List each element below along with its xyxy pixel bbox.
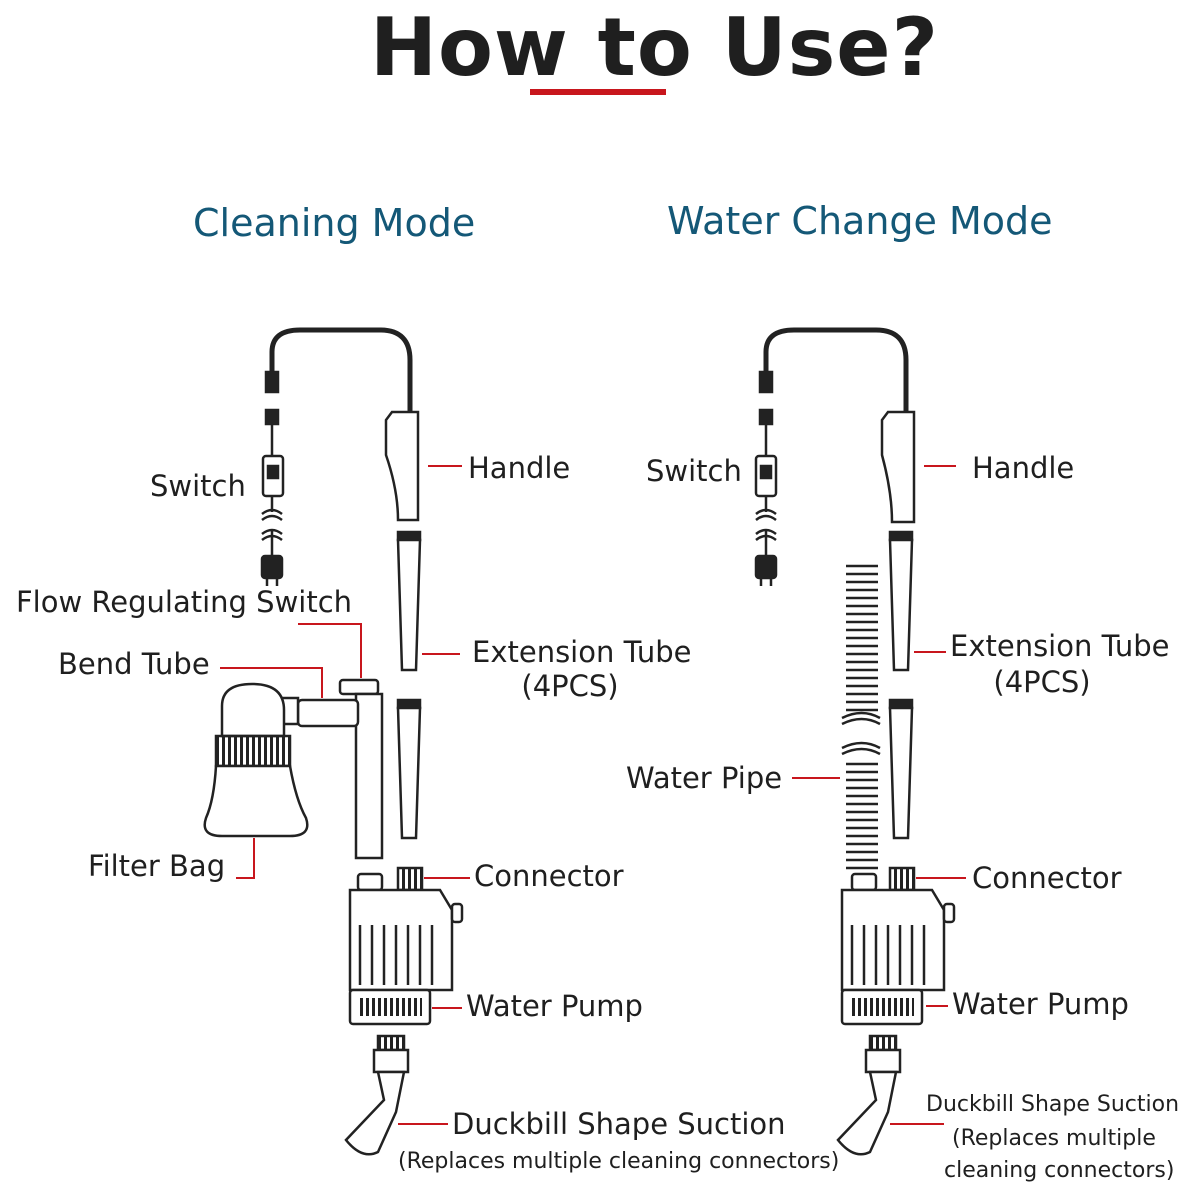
bend-tube (296, 698, 360, 728)
power-plug (260, 554, 284, 580)
duckbill-suction (836, 1070, 898, 1156)
flow-regulating-switch (338, 678, 380, 696)
cleaning-duckbill-label: Duckbill Shape Suction (452, 1107, 786, 1141)
water-change-handle-label: Handle (972, 451, 1075, 485)
power-cable (763, 327, 909, 412)
connector (396, 866, 424, 892)
water-change-water-pump-label: Water Pump (952, 987, 1129, 1021)
power-plug (754, 554, 778, 580)
cleaning-switch-label: Switch (150, 469, 246, 503)
handle-shape (880, 410, 916, 524)
cable-plug (264, 370, 280, 394)
water-change-connector-label: Connector (972, 861, 1122, 895)
power-cable (269, 327, 413, 412)
water-change-duckbill-note-1: (Replaces multiple (952, 1126, 1156, 1151)
page-title: How to Use? (370, 1, 939, 94)
extension-tube-1 (888, 538, 914, 672)
bend-tube-label: Bend Tube (58, 647, 210, 681)
cleaning-connector-label: Connector (474, 859, 624, 893)
cleaning-mode-leaders (220, 465, 470, 1125)
cleaning-extension-tube-qty: (4PCS) (521, 669, 619, 703)
water-change-mode-heading: Water Change Mode (667, 199, 1053, 243)
cleaning-extension-tube-label: Extension Tube (472, 635, 692, 669)
filter-bag-label: Filter Bag (88, 849, 226, 883)
water-change-mode-device (754, 327, 956, 1156)
filter-bag-cap (220, 682, 286, 738)
water-pipe-label: Water Pipe (626, 761, 783, 795)
water-change-duckbill-label: Duckbill Shape Suction (926, 1092, 1180, 1117)
water-change-mode-leaders (792, 465, 966, 1125)
filter-bag (203, 764, 309, 838)
water-pipe (841, 564, 881, 870)
water-pump-body (348, 888, 454, 992)
water-pump-body (840, 888, 946, 992)
extension-tube-2 (396, 706, 422, 840)
water-change-duckbill-note-2: cleaning connectors) (944, 1158, 1175, 1183)
title-underline (530, 89, 666, 95)
extension-tube-2 (888, 706, 914, 840)
duckbill-suction (344, 1070, 406, 1156)
extension-tube-1 (396, 538, 422, 672)
water-change-extension-tube-label: Extension Tube (950, 629, 1170, 663)
water-change-switch-label: Switch (646, 454, 742, 488)
handle-shape (384, 410, 420, 522)
cleaning-mode-heading: Cleaning Mode (193, 201, 476, 245)
water-change-extension-tube-qty: (4PCS) (993, 665, 1091, 699)
connector (888, 866, 916, 892)
cleaning-duckbill-note: (Replaces multiple cleaning connectors) (398, 1149, 840, 1174)
flow-regulating-switch-label: Flow Regulating Switch (16, 585, 353, 619)
cleaning-water-pump-label: Water Pump (466, 989, 643, 1023)
cleaning-mode-device (203, 327, 464, 1156)
cleaning-handle-label: Handle (468, 451, 571, 485)
